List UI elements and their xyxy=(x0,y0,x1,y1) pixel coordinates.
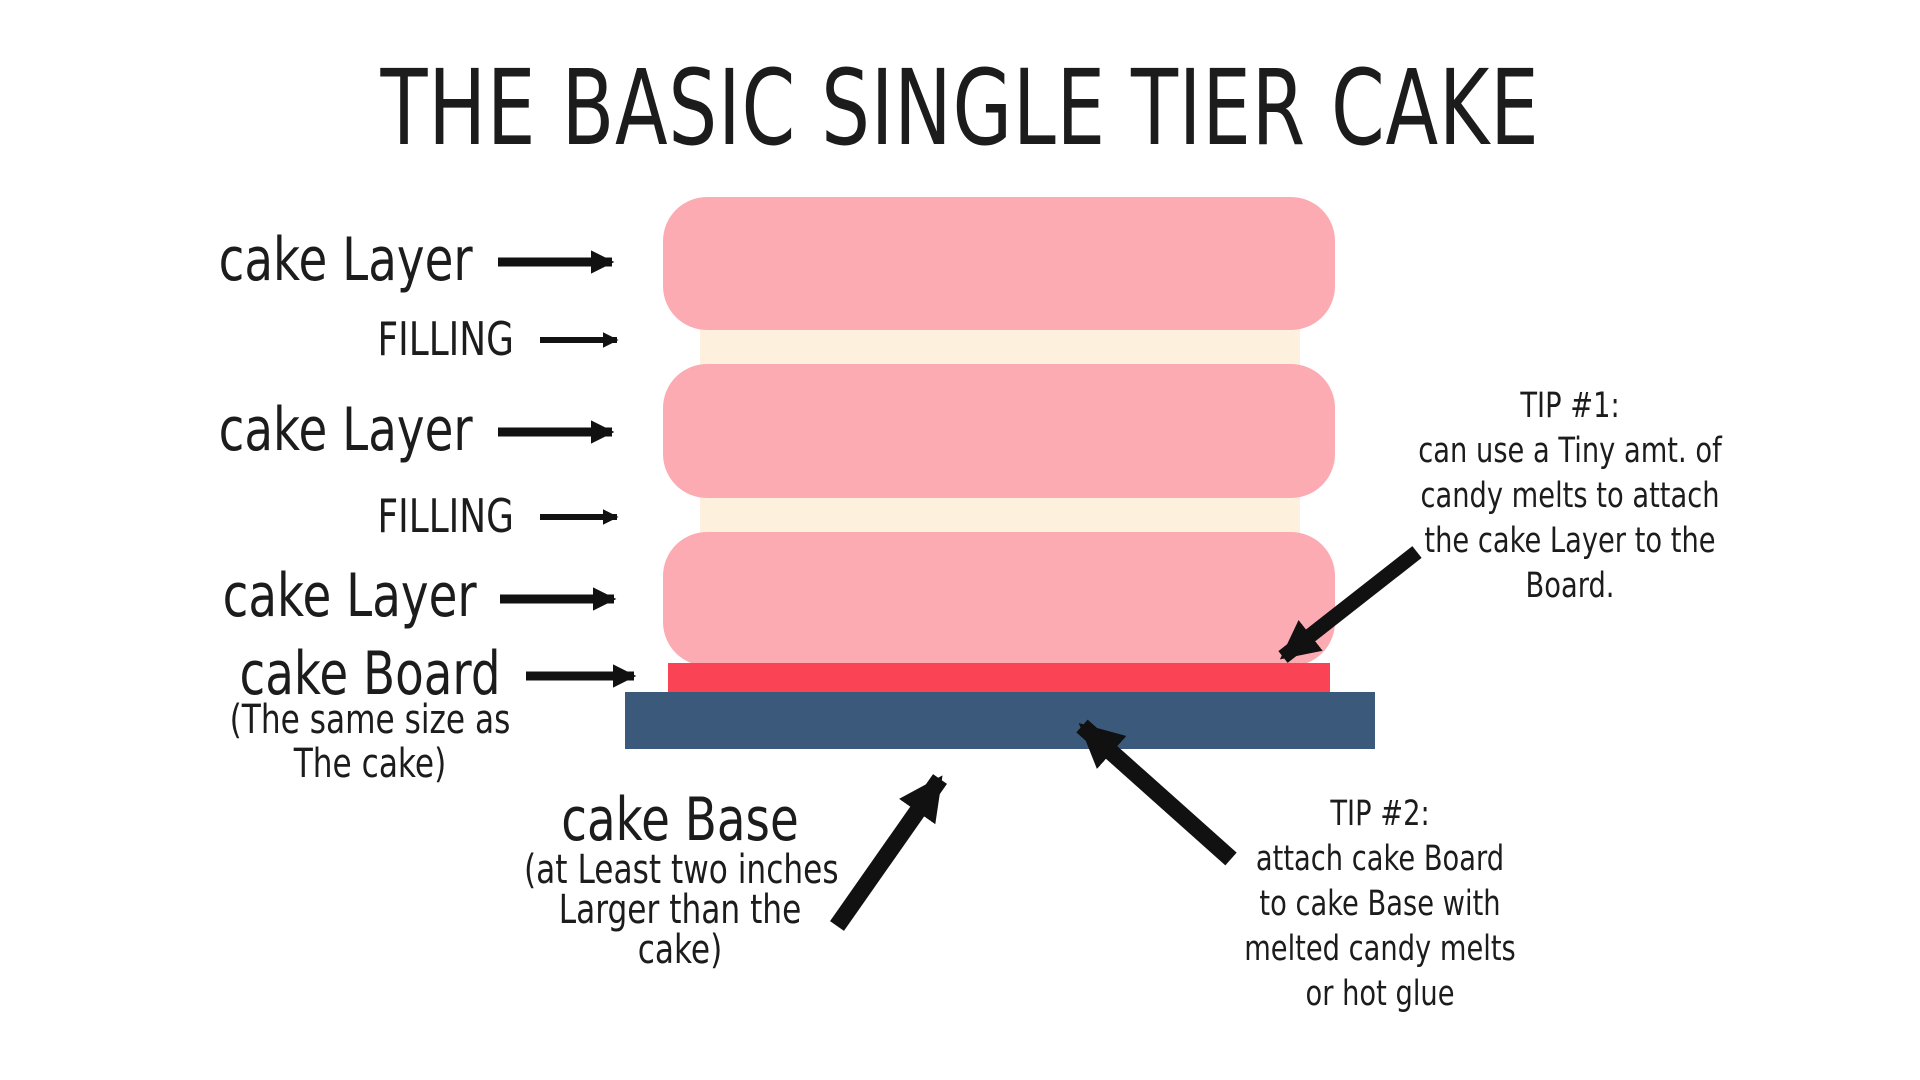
label-cake-base-note: cake) xyxy=(637,927,723,973)
label-cake-base-note: Larger than the xyxy=(558,887,802,933)
cake-layer-2 xyxy=(663,364,1335,498)
label-cake-base-note: (at Least two inches xyxy=(524,847,839,893)
label-cake-board: cake Board xyxy=(239,639,501,709)
label-cake-layer-2: cake Layer xyxy=(219,395,473,465)
tip-2-line: to cake Base with xyxy=(1259,884,1501,924)
tip-2-line: attach cake Board xyxy=(1255,839,1505,879)
cake-base xyxy=(625,692,1375,749)
label-filling-1: FILLING xyxy=(377,312,514,366)
cake-layer-3 xyxy=(663,532,1335,666)
tip-1-line: the cake Layer to the xyxy=(1424,521,1716,561)
label-cake-layer-3: cake Layer xyxy=(223,561,477,631)
tip-1-line: Board. xyxy=(1525,566,1615,606)
arrow-up-left-icon xyxy=(1076,719,1237,866)
diagram-title: THE BASIC SINGLE TIER CAKE xyxy=(380,47,1540,169)
tip-2-line: or hot glue xyxy=(1305,974,1455,1014)
cake-base-label-group: cake Base (at Least two inches Larger th… xyxy=(480,790,880,980)
cake-board xyxy=(668,663,1330,692)
arrow-up-icon xyxy=(830,774,947,931)
tip-2-note: TIP #2: attach cake Board to cake Base w… xyxy=(1216,792,1544,1017)
tip-2-line: melted candy melts xyxy=(1244,929,1516,969)
label-filling-2: FILLING xyxy=(377,489,514,543)
cake-board-label-group: cake Board (The same size as The cake) xyxy=(200,644,540,794)
tip-1-note: TIP #1: can use a Tiny amt. of candy mel… xyxy=(1406,384,1734,609)
label-cake-layer-1: cake Layer xyxy=(219,225,473,295)
arrow-down-left-icon xyxy=(1278,546,1422,663)
tip-1-heading: TIP #1: xyxy=(1520,386,1620,426)
tip-1-line: candy melts to attach xyxy=(1420,476,1720,516)
tip-2-heading: TIP #2: xyxy=(1330,794,1430,834)
label-cake-board-note: (The same size as xyxy=(229,697,511,743)
label-cake-base: cake Base xyxy=(561,785,799,855)
cake-layer-1 xyxy=(663,197,1335,330)
label-cake-board-note: The cake) xyxy=(293,741,447,787)
tip-1-line: can use a Tiny amt. of xyxy=(1418,431,1722,471)
